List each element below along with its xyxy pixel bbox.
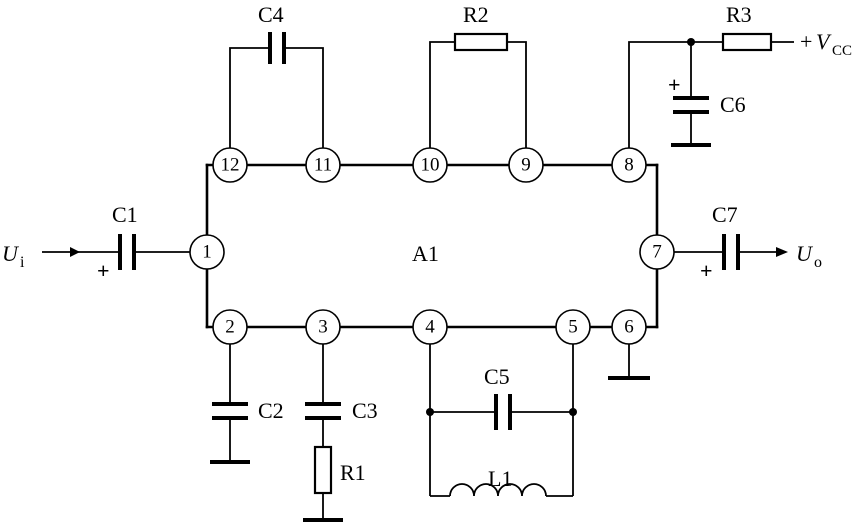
c2-network	[210, 342, 250, 464]
pin-10-number: 10	[421, 155, 440, 176]
c7-polarity: +	[700, 258, 713, 283]
pin-12: 12	[212, 147, 248, 183]
pin-4: 4	[412, 309, 448, 345]
pin-1-number: 1	[202, 242, 212, 263]
input-subscript: i	[20, 254, 25, 271]
output-arrow-icon	[776, 247, 788, 257]
input-arrow-icon	[70, 247, 80, 257]
c4-network	[229, 32, 324, 150]
pin-3-number: 3	[318, 317, 328, 338]
pin-8: 8	[611, 147, 647, 183]
c5-label: C5	[484, 364, 510, 389]
r1-label: R1	[340, 460, 366, 485]
pin-8-number: 8	[624, 155, 634, 176]
c4-label: C4	[258, 2, 284, 27]
pin-5-number: 5	[568, 317, 578, 338]
pin-7: 7	[639, 234, 675, 270]
pin-12-number: 12	[221, 155, 240, 176]
c1-label: C1	[112, 202, 138, 227]
input-label: U	[2, 241, 20, 266]
pin-10: 10	[412, 147, 448, 183]
pin-6-number: 6	[624, 317, 634, 338]
pin-9-number: 9	[521, 155, 531, 176]
pin-7-number: 7	[652, 242, 662, 263]
r2-label: R2	[463, 2, 489, 27]
pin-9: 9	[508, 147, 544, 183]
pin-11-number: 11	[314, 155, 332, 176]
c1-polarity: +	[97, 258, 110, 283]
output-label: U	[796, 241, 814, 266]
c5-l1-network	[426, 342, 577, 497]
c6-polarity: +	[668, 72, 681, 97]
vcc-label: V	[816, 29, 832, 54]
c2-label: C2	[258, 398, 284, 423]
pin-6: 6	[611, 309, 647, 345]
pin-2: 2	[212, 309, 248, 345]
pin-4-number: 4	[425, 317, 435, 338]
output-network	[674, 234, 788, 270]
c3-r1-network	[303, 342, 343, 522]
pin-3: 3	[305, 309, 341, 345]
chip-label: A1	[412, 241, 439, 266]
input-network	[42, 234, 190, 270]
supply-network	[628, 32, 794, 150]
l1-label: L1	[488, 466, 512, 491]
r2-network	[429, 32, 527, 150]
c7-label: C7	[712, 202, 738, 227]
pin-11: 11	[305, 147, 341, 183]
vcc-subscript: CC	[832, 43, 852, 59]
pin-5: 5	[555, 309, 591, 345]
pin6-ground	[608, 342, 650, 380]
r3-label: R3	[726, 2, 752, 27]
c6-label: C6	[720, 92, 746, 117]
output-subscript: o	[814, 254, 822, 271]
pin-2-number: 2	[225, 317, 235, 338]
vcc-prefix: +	[800, 29, 812, 54]
c3-label: C3	[352, 398, 378, 423]
pin-1: 1	[189, 234, 225, 270]
